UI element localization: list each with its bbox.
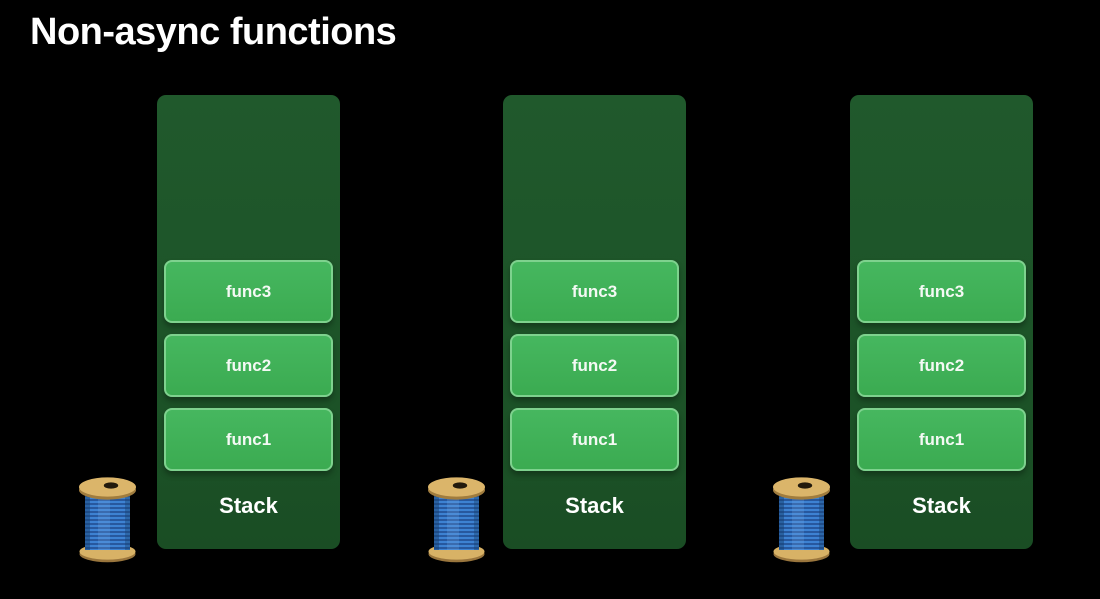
frame-label: func2 (571, 355, 618, 375)
stack-frame-func2: func2 (510, 334, 679, 397)
slide-title: Non-async functions (30, 11, 397, 53)
frame-label: func3 (225, 281, 272, 301)
thread-spool-icon (772, 474, 831, 563)
stack-frame-func2: func2 (857, 334, 1026, 397)
stack-frame-func2: func2 (164, 334, 333, 397)
frame-label: func3 (918, 281, 965, 301)
thread-spool-icon (427, 474, 486, 563)
stack-label: Stack (912, 493, 971, 518)
frame-label: func2 (918, 355, 965, 375)
stack-frame-func1: func1 (510, 408, 679, 471)
stack-diagram-2: func3 func2 func1 Stack (503, 95, 686, 549)
frame-label: func1 (918, 429, 965, 449)
stack-frame-func3: func3 (510, 260, 679, 323)
stack-frame-func3: func3 (857, 260, 1026, 323)
frame-label: func1 (571, 429, 618, 449)
stack-frame-func1: func1 (857, 408, 1026, 471)
stack-diagram-1: func3 func2 func1 Stack (157, 95, 340, 549)
stack-frame-func3: func3 (164, 260, 333, 323)
frame-label: func3 (571, 281, 618, 301)
thread-spool-icon (78, 474, 137, 563)
frame-label: func2 (225, 355, 272, 375)
stack-label: Stack (219, 493, 278, 518)
stack-frame-func1: func1 (164, 408, 333, 471)
stack-label: Stack (565, 493, 624, 518)
stack-diagram-3: func3 func2 func1 Stack (850, 95, 1033, 549)
frame-label: func1 (225, 429, 272, 449)
